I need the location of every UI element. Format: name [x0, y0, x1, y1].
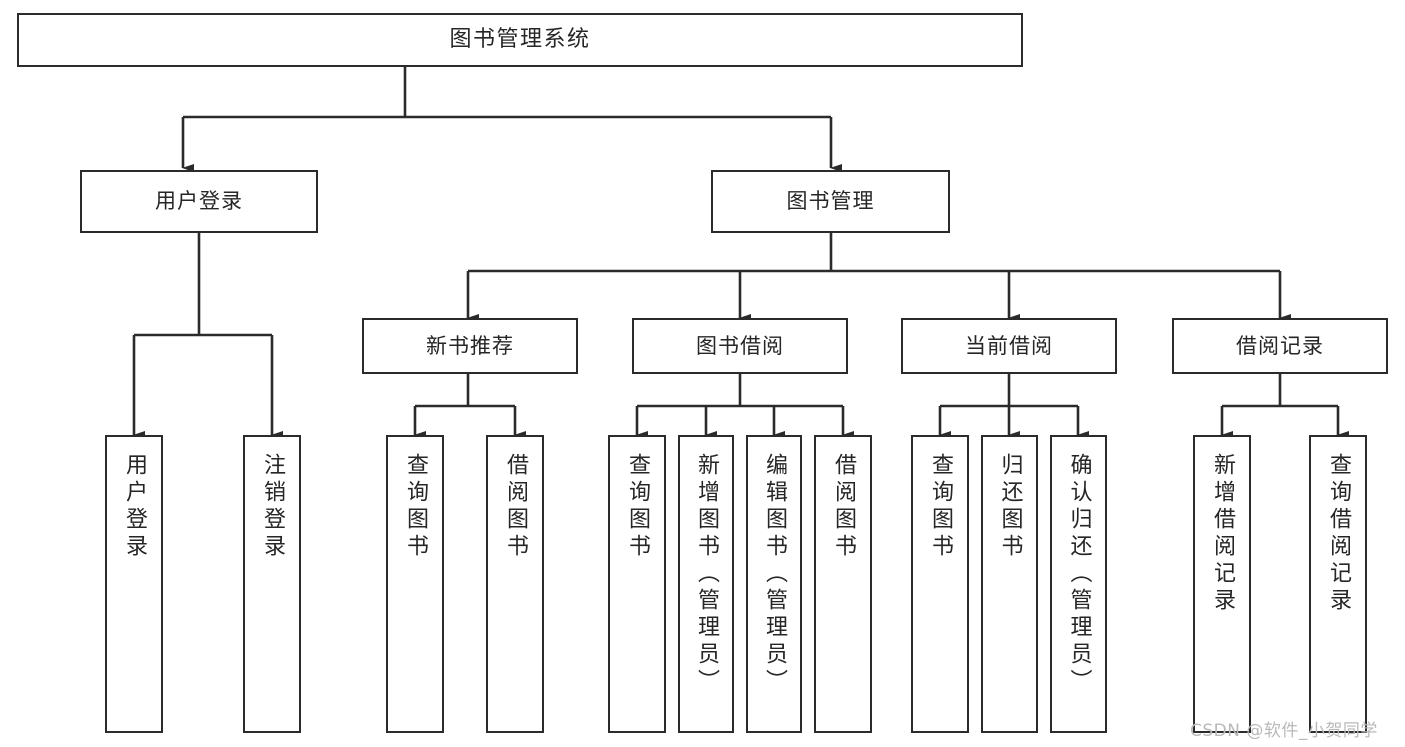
node-borrow-record[interactable]: 借阅记录 — [1172, 318, 1388, 374]
node-current-borrow[interactable]: 当前借阅 — [901, 318, 1117, 374]
node-label: 图书管理系统 — [449, 27, 591, 53]
node-label: 图书借阅 — [696, 333, 784, 358]
node-label: 查询图书 — [625, 453, 650, 561]
node-label: 当前借阅 — [965, 333, 1053, 358]
node-label: 用户登录 — [155, 189, 243, 214]
node-leaf-query-borrow-record[interactable]: 查询借阅记录 — [1309, 435, 1367, 733]
node-new-book-recommend[interactable]: 新书推荐 — [362, 318, 578, 374]
node-leaf-edit-book[interactable]: 编辑图书（管理员） — [746, 435, 802, 733]
node-label: 用户登录 — [122, 453, 147, 561]
node-root-system[interactable]: 图书管理系统 — [17, 13, 1023, 67]
node-leaf-query-book-borrow[interactable]: 查询图书 — [608, 435, 666, 733]
node-label: 借阅图书 — [503, 453, 528, 561]
node-leaf-borrow-book[interactable]: 借阅图书 — [814, 435, 872, 733]
node-user-login[interactable]: 用户登录 — [80, 170, 318, 233]
node-label: 新增图书（管理员） — [694, 453, 719, 696]
node-label: 新书推荐 — [426, 333, 514, 358]
node-leaf-confirm-return[interactable]: 确认归还（管理员） — [1050, 435, 1107, 733]
node-label: 借阅记录 — [1236, 333, 1324, 358]
node-leaf-query-book-recommend[interactable]: 查询图书 — [386, 435, 444, 733]
node-label: 查询图书 — [928, 453, 953, 561]
node-label: 归还图书 — [997, 453, 1023, 561]
node-leaf-return-book[interactable]: 归还图书 — [981, 435, 1038, 733]
node-label: 图书管理 — [786, 189, 875, 214]
node-label: 注销登录 — [260, 453, 285, 561]
node-label: 新增借阅记录 — [1210, 453, 1235, 615]
node-label: 编辑图书（管理员） — [762, 453, 787, 696]
node-leaf-user-login[interactable]: 用户登录 — [105, 435, 163, 733]
node-label: 查询图书 — [403, 453, 428, 561]
node-label: 借阅图书 — [831, 453, 856, 561]
node-book-borrow[interactable]: 图书借阅 — [632, 318, 848, 374]
node-leaf-borrow-book-recommend[interactable]: 借阅图书 — [486, 435, 544, 733]
node-leaf-logout[interactable]: 注销登录 — [243, 435, 301, 733]
node-label: 查询借阅记录 — [1326, 453, 1351, 615]
csdn-watermark: CSDN @软件_小贺同学 — [1190, 721, 1378, 741]
node-leaf-add-borrow-record[interactable]: 新增借阅记录 — [1193, 435, 1251, 733]
node-book-management[interactable]: 图书管理 — [711, 170, 950, 233]
node-leaf-add-book[interactable]: 新增图书（管理员） — [678, 435, 734, 733]
node-leaf-query-book-current[interactable]: 查询图书 — [911, 435, 969, 733]
node-label: 确认归还（管理员） — [1066, 453, 1092, 696]
